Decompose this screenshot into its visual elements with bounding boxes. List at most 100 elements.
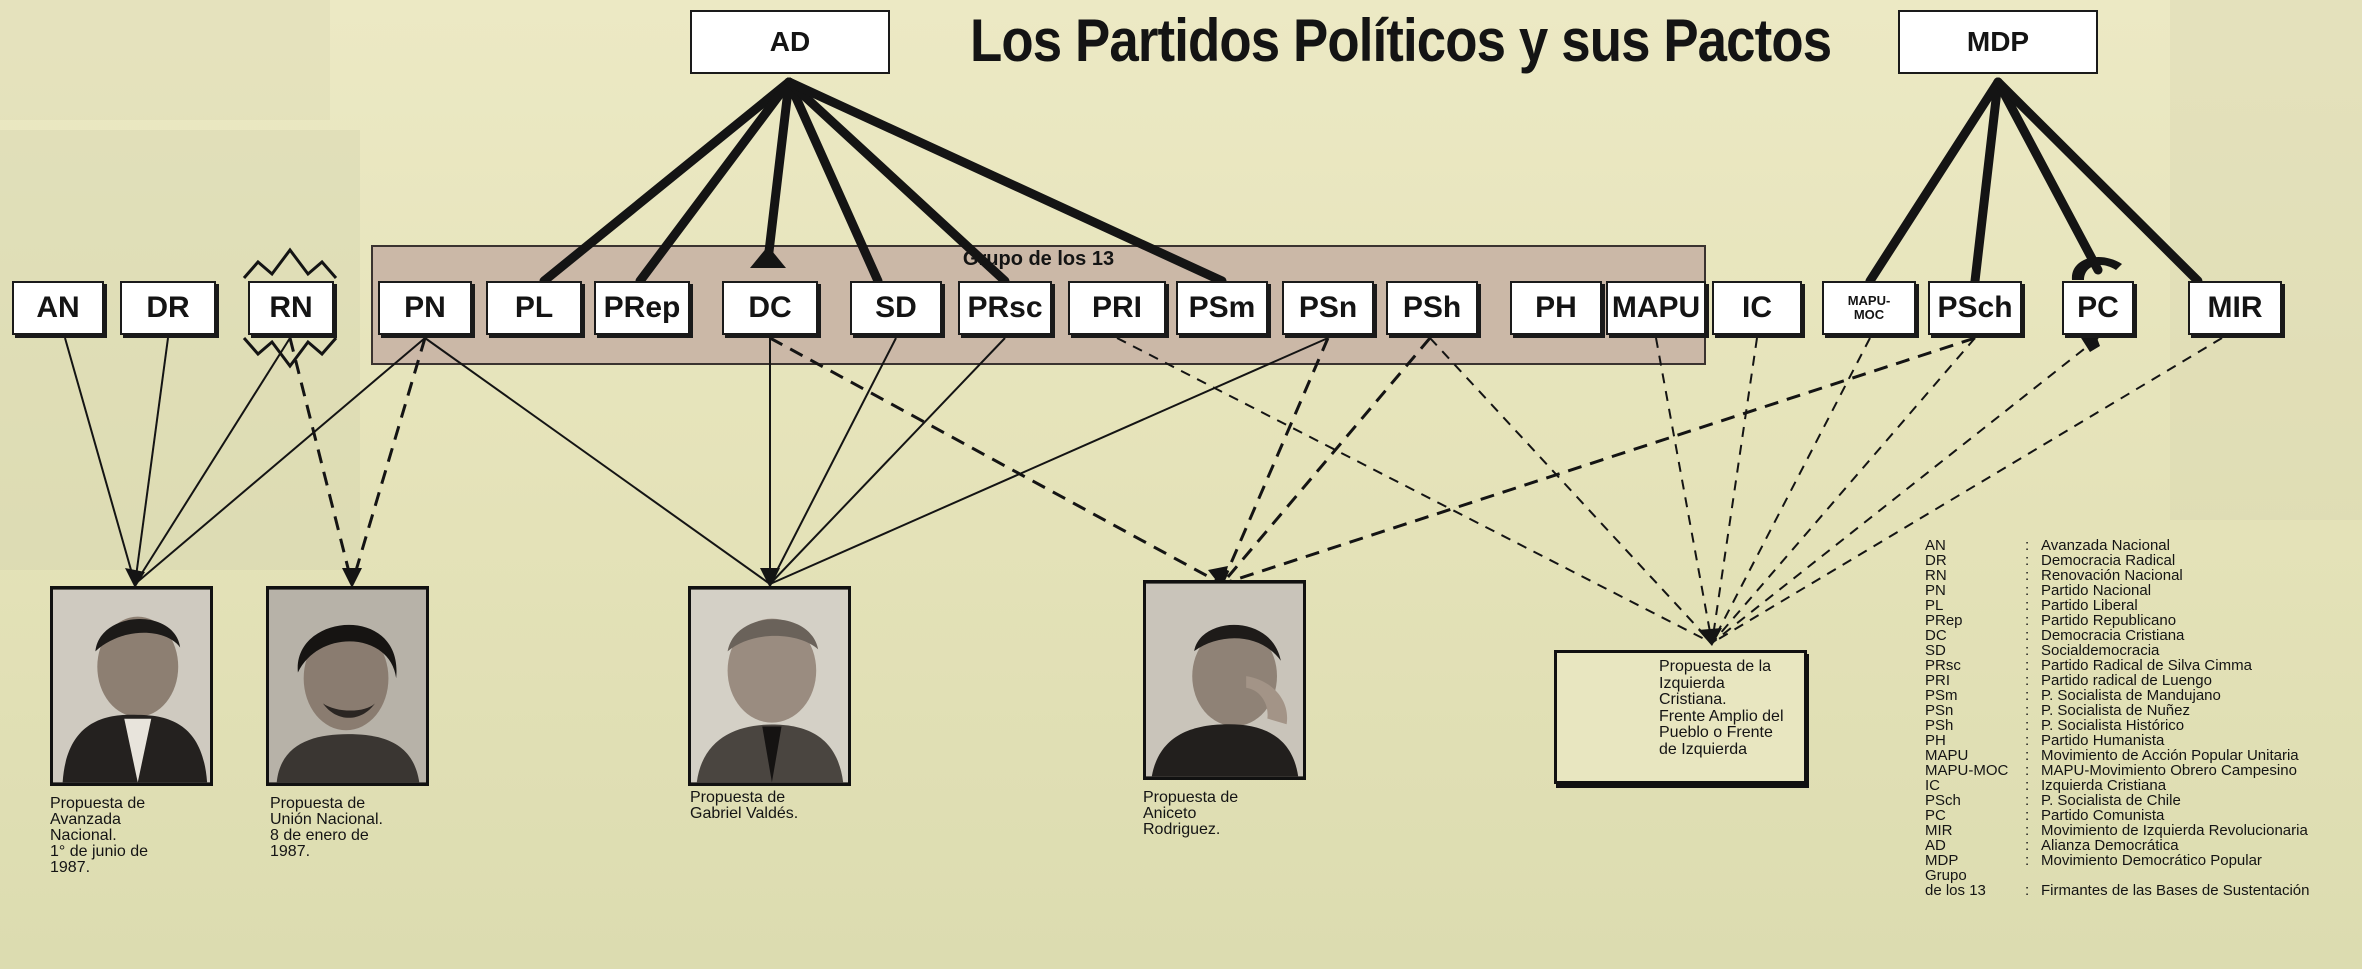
legend-abbreviation: AN <box>1925 537 1946 554</box>
legend-row: PRep:Partido Republicano <box>1925 613 2309 628</box>
legend-full-name: P. Socialista Histórico <box>2041 717 2185 734</box>
legend-full-name: Avanzada Nacional <box>2041 537 2170 554</box>
legend-separator: : <box>2025 702 2030 719</box>
izquierda-arrowhead <box>1698 628 1722 646</box>
pact-mdp-box: MDP <box>1898 10 2098 74</box>
psh-to-izquierda-line <box>1429 337 1713 644</box>
portrait-avanzada-nacional <box>50 586 213 786</box>
legend-row: Grupo de los 13: Firmantes de las Bases d… <box>1925 868 2309 898</box>
legend-separator: : <box>2025 837 2030 854</box>
legend-row: SD:Socialdemocracia <box>1925 643 2309 658</box>
legend-separator: : <box>2025 627 2030 644</box>
legend-separator: : <box>2025 807 2030 824</box>
party-prep-box: PRep <box>594 281 690 335</box>
legend-abbreviation: RN <box>1925 567 1947 584</box>
caption-izquierda-cristiana: Propuesta de la Izquierda Cristiana. Fre… <box>1659 658 1784 758</box>
prsc-to-valdes-line <box>769 337 1006 585</box>
pn-to-avanzada-line <box>134 337 426 585</box>
caption-gabriel-valdes: Propuesta de Gabriel Valdés. <box>690 789 799 822</box>
dr-to-avanzada-line <box>134 337 169 585</box>
grupo-de-los-13-label-wrap: Grupo de los 13 <box>371 0 1706 300</box>
legend-full-name: Partido Comunista <box>2041 807 2165 824</box>
legend-full-name: Movimiento de Acción Popular Unitaria <box>2041 747 2299 764</box>
legend-abbreviation: PSh <box>1925 717 1954 734</box>
legend-full-name: Democracia Cristiana <box>2041 627 2185 644</box>
legend-abbreviation: MAPU-MOC <box>1925 762 2009 779</box>
legend-separator: : <box>2025 642 2030 659</box>
caption-aniceto-rodriguez: Propuesta de Aniceto Rodriguez. <box>1143 789 1239 838</box>
ad-to-prep-line <box>635 77 794 286</box>
legend-separator: : <box>2025 762 2030 779</box>
party-dc-box: DC <box>722 281 818 335</box>
legend-separator: : <box>2025 552 2030 569</box>
legend-separator: : <box>2025 687 2030 704</box>
legend-full-name: MAPU-Movimiento Obrero Campesino <box>2041 762 2297 779</box>
portrait-4-image <box>1146 583 1303 777</box>
legend-separator: : <box>2025 822 2030 839</box>
legend-separator: : <box>2025 852 2030 869</box>
legend-full-name: Renovación Nacional <box>2041 567 2183 584</box>
ad-to-dc-line <box>763 77 794 265</box>
union-arrowhead <box>342 568 362 588</box>
portrait-gabriel-valdes <box>688 586 851 786</box>
legend-separator: : <box>2025 882 2030 899</box>
legend-abbreviation: MAPU <box>1925 747 1969 764</box>
party-pn-box: PN <box>378 281 472 335</box>
legend-full-name: Partido Radical de Silva Cimma <box>2041 657 2252 674</box>
legend-row: PN:Partido Nacional <box>1925 583 2309 598</box>
legend-abbreviation: PRI <box>1925 672 1951 689</box>
caption-union-nacional: Propuesta de Unión Nacional. 8 de enero … <box>270 795 383 860</box>
party-pl-box: PL <box>486 281 582 335</box>
legend-abbreviation: Grupo de los 13 <box>1925 867 1986 899</box>
legend-row: PSm:P. Socialista de Mandujano <box>1925 688 2309 703</box>
mapu-to-izquierda-line <box>1655 337 1713 644</box>
diagram-title: Los Partidos Políticos y sus Pactos <box>970 7 1832 74</box>
legend-row: AN:Avanzada Nacional <box>1925 538 2309 553</box>
legend-separator: : <box>2025 777 2030 794</box>
legend-row: PC:Partido Comunista <box>1925 808 2309 823</box>
party-ph-box: PH <box>1510 281 1602 335</box>
legend-abbreviation: MDP <box>1925 852 1959 869</box>
mdp-to-pc-line <box>1993 77 2103 275</box>
legend-full-name: Democracia Radical <box>2041 552 2176 569</box>
party-mir-box: MIR <box>2188 281 2282 335</box>
ad-to-sd-line <box>784 77 883 286</box>
legend-abbreviation: PSm <box>1925 687 1958 704</box>
legend-row: PL:Partido Liberal <box>1925 598 2309 613</box>
party-pc-box: PC <box>2062 281 2134 335</box>
legend-full-name: Partido Nacional <box>2041 582 2152 599</box>
legend-abbreviation: PSch <box>1925 792 1961 809</box>
legend-abbreviation: SD <box>1925 642 1946 659</box>
legend-row: PSch:P. Socialista de Chile <box>1925 793 2309 808</box>
legend-row: PH:Partido Humanista <box>1925 733 2309 748</box>
legend-full-name: Partido Republicano <box>2041 612 2177 629</box>
psh-to-rodriguez-line <box>1220 337 1432 585</box>
party-psm-box: PSm <box>1176 281 1268 335</box>
legend-abbreviation: PRep <box>1925 612 1963 629</box>
psch-to-rodriguez-line <box>1221 336 1976 586</box>
legend-full-name: P. Socialista de Nuñez <box>2041 702 2190 719</box>
mir-to-izquierda-line <box>1711 337 2223 644</box>
legend-row: IC:Izquierda Cristiana <box>1925 778 2309 793</box>
mapumoc-to-izquierda-line <box>1711 337 1871 644</box>
legend-full-name: Firmantes de las Bases de Sustentación <box>2041 882 2310 899</box>
legend-row: PRsc:Partido Radical de Silva Cimma <box>1925 658 2309 673</box>
sd-to-valdes-line <box>769 337 897 585</box>
legend-row: AD:Alianza Democrática <box>1925 838 2309 853</box>
dc-to-rodriguez-line <box>769 336 1223 586</box>
pc-to-izquierda-line <box>1711 337 2099 644</box>
party-prsc-box: PRsc <box>958 281 1052 335</box>
portrait-aniceto-rodriguez <box>1143 580 1306 780</box>
party-ic-box: IC <box>1712 281 1802 335</box>
mdp-to-mir-line <box>1993 77 2203 286</box>
legend-row: MAPU:Movimiento de Acción Popular Unitar… <box>1925 748 2309 763</box>
legend-abbreviation: IC <box>1925 777 1940 794</box>
legend-row: PRI:Partido radical de Luengo <box>1925 673 2309 688</box>
legend-abbreviation: PH <box>1925 732 1946 749</box>
pn-to-valdes-line <box>424 337 771 585</box>
legend-separator: : <box>2025 567 2030 584</box>
legend-row: MAPU-MOC: MAPU-Movimiento Obrero Campesin… <box>1925 763 2309 778</box>
party-psch-box: PSch <box>1928 281 2022 335</box>
legend-full-name: Movimiento Democrático Popular <box>2041 852 2262 869</box>
grupo-de-los-13-label: Grupo de los 13 <box>962 248 1115 270</box>
